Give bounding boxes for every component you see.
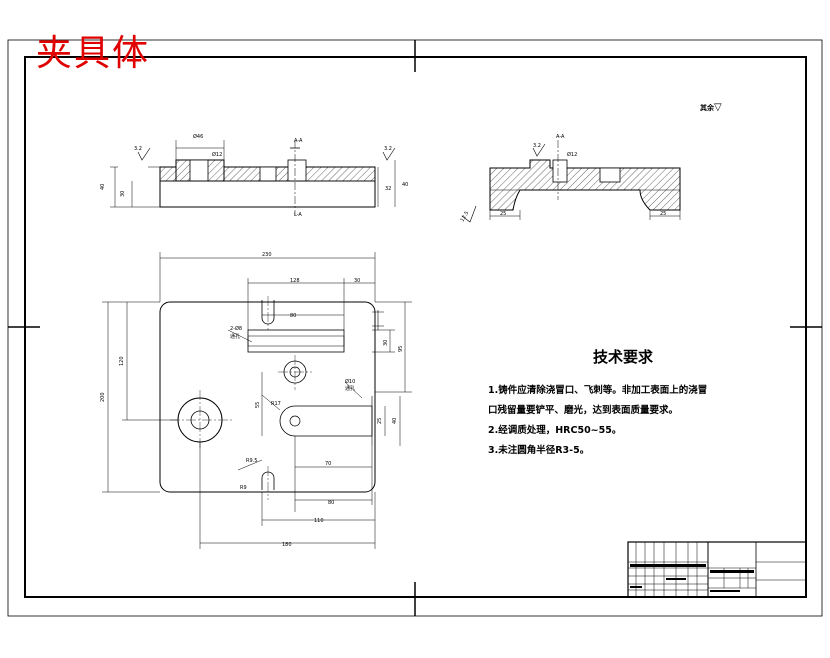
svg-text:40: 40 [402, 182, 408, 188]
svg-text:55: 55 [255, 402, 261, 408]
svg-text:30: 30 [120, 191, 126, 197]
svg-text:12.5: 12.5 [460, 210, 471, 223]
svg-text:128: 128 [290, 278, 300, 284]
drawing-title: 夹具体 [36, 33, 151, 74]
svg-text:25: 25 [500, 211, 506, 217]
svg-text:25: 25 [660, 211, 666, 217]
front-section-view [110, 140, 396, 215]
title-block [627, 541, 807, 598]
side-section-view [461, 140, 681, 223]
technical-requirement-line: 1.铸件应清除浇冒口、飞刺等。非加工表面上的浇冒 [488, 385, 708, 396]
svg-text:Ø46: Ø46 [193, 133, 203, 140]
outer-border [7, 39, 823, 617]
roughness-symbol-icon: ▽ [714, 102, 722, 113]
front-view-dimensions: Ø46 Ø12 A-A 3.2 3.2 40 30 32 40 L-A [100, 133, 408, 218]
svg-text:Ø12: Ø12 [567, 151, 577, 158]
svg-text:40: 40 [392, 418, 398, 424]
svg-text:3.2: 3.2 [533, 143, 541, 149]
svg-text:R9.5: R9.5 [246, 458, 257, 464]
technical-requirements-heading: 技术要求 [592, 348, 653, 366]
technical-requirement-line: 3.未注圆角半径R3-5。 [488, 445, 590, 456]
plan-dimension-text: 230 128 30 80 200 120 95 30 2-Ø8 通孔 Ø10 … [100, 252, 404, 548]
technical-requirement-line: 2.经调质处理，HRC50~55。 [488, 425, 622, 436]
svg-text:120: 120 [119, 356, 125, 366]
svg-text:R9: R9 [240, 485, 247, 491]
svg-text:3.2: 3.2 [134, 146, 142, 152]
roughness-note-label: 其余 [700, 104, 714, 112]
svg-text:Ø12: Ø12 [212, 151, 222, 158]
svg-text:3.2: 3.2 [384, 146, 392, 152]
default-roughness-note: 其余▽ [700, 102, 722, 113]
svg-text:95: 95 [398, 346, 404, 352]
svg-text:25: 25 [377, 418, 383, 424]
side-view-dimensions: A-A 3.2 Ø12 25 25 12.5 [460, 134, 667, 223]
svg-text:Ø10: Ø10 [345, 378, 355, 385]
svg-text:30: 30 [383, 340, 389, 346]
svg-text:30: 30 [354, 278, 360, 284]
svg-text:2-Ø8: 2-Ø8 [230, 325, 242, 332]
svg-text:200: 200 [100, 392, 106, 402]
svg-text:40: 40 [100, 184, 106, 190]
svg-text:L-A: L-A [294, 212, 302, 218]
svg-text:32: 32 [385, 186, 391, 192]
technical-requirements: 技术要求 1.铸件应清除浇冒口、飞刺等。非加工表面上的浇冒 口残留量要铲平、磨光… [488, 346, 728, 461]
technical-requirement-line: 口残留量要铲平、磨光，达到表面质量要求。 [488, 405, 679, 416]
svg-text:80: 80 [328, 500, 334, 506]
centering-marks [8, 40, 822, 616]
plan-view [159, 300, 384, 493]
plan-centerlines [170, 296, 312, 500]
svg-text:R17: R17 [271, 401, 281, 407]
svg-text:A-A: A-A [556, 134, 565, 140]
plan-dimension-lines [102, 252, 412, 549]
svg-text:A-A: A-A [294, 138, 303, 144]
svg-text:80: 80 [290, 313, 296, 319]
inner-border [24, 56, 807, 598]
svg-text:70: 70 [325, 461, 331, 467]
svg-text:通孔: 通孔 [230, 333, 240, 340]
svg-text:110: 110 [314, 518, 324, 524]
svg-text:230: 230 [262, 252, 272, 258]
svg-text:180: 180 [282, 542, 292, 548]
svg-text:通孔: 通孔 [345, 385, 355, 392]
